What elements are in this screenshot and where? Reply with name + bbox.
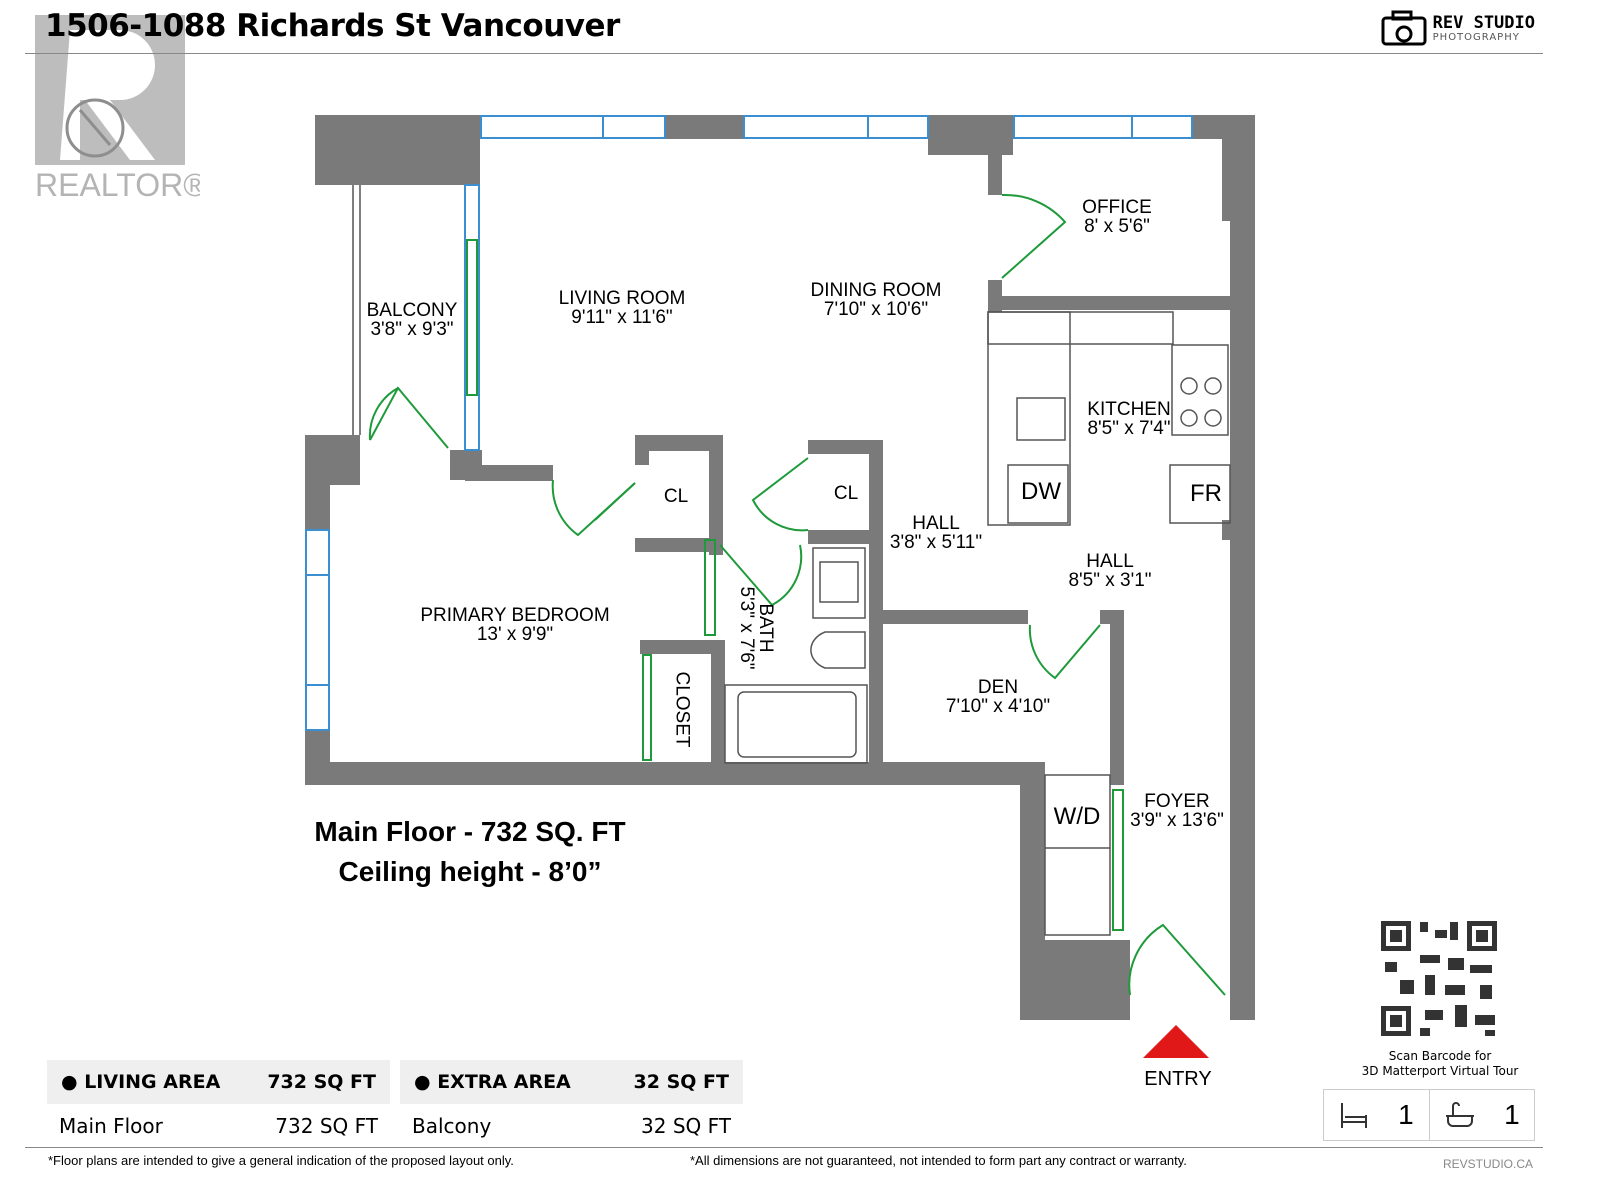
entry-arrow	[1143, 1025, 1209, 1058]
fixtures	[352, 185, 1231, 936]
walls	[305, 115, 1255, 1020]
bed-count: 1	[1398, 1099, 1414, 1130]
summary-area: Main Floor - 732 SQ. FT	[314, 816, 626, 847]
windows	[305, 115, 1193, 731]
closet-label: CLOSET	[671, 671, 693, 748]
entry-label: ENTRY	[1144, 1068, 1212, 1090]
closet-label: CL	[663, 486, 689, 507]
doors	[368, 193, 1226, 996]
svg-text:REALTOR®: REALTOR®	[35, 167, 200, 200]
brand-name: REV STUDIO	[1432, 12, 1535, 33]
dishwasher-label: DW	[1021, 478, 1061, 505]
bed-icon	[1340, 1103, 1367, 1128]
bath-count: 1	[1504, 1099, 1520, 1130]
summary-ceiling: Ceiling height - 8’0”	[338, 856, 602, 887]
bathtub-icon	[1445, 1102, 1474, 1127]
camera-icon	[1381, 10, 1427, 46]
footer-site: REVSTUDIO.CA	[1442, 1157, 1533, 1171]
room-counts: 1 1	[1323, 1089, 1535, 1141]
brand-sub: PHOTOGRAPHY	[1432, 31, 1520, 43]
washer-dryer-label: W/D	[1053, 803, 1101, 830]
page-title: 1506-1088 Richards St Vancouver	[45, 8, 620, 44]
footer-disclaimer-left: *Floor plans are intended to give a gene…	[48, 1153, 514, 1168]
qr-code	[1380, 920, 1498, 1038]
closet-label: CL	[833, 483, 859, 504]
realtor-logo: REALTOR®	[30, 10, 207, 203]
fridge-label: FR	[1190, 480, 1222, 507]
footer-disclaimer-right: *All dimensions are not guaranteed, not …	[690, 1153, 1187, 1168]
